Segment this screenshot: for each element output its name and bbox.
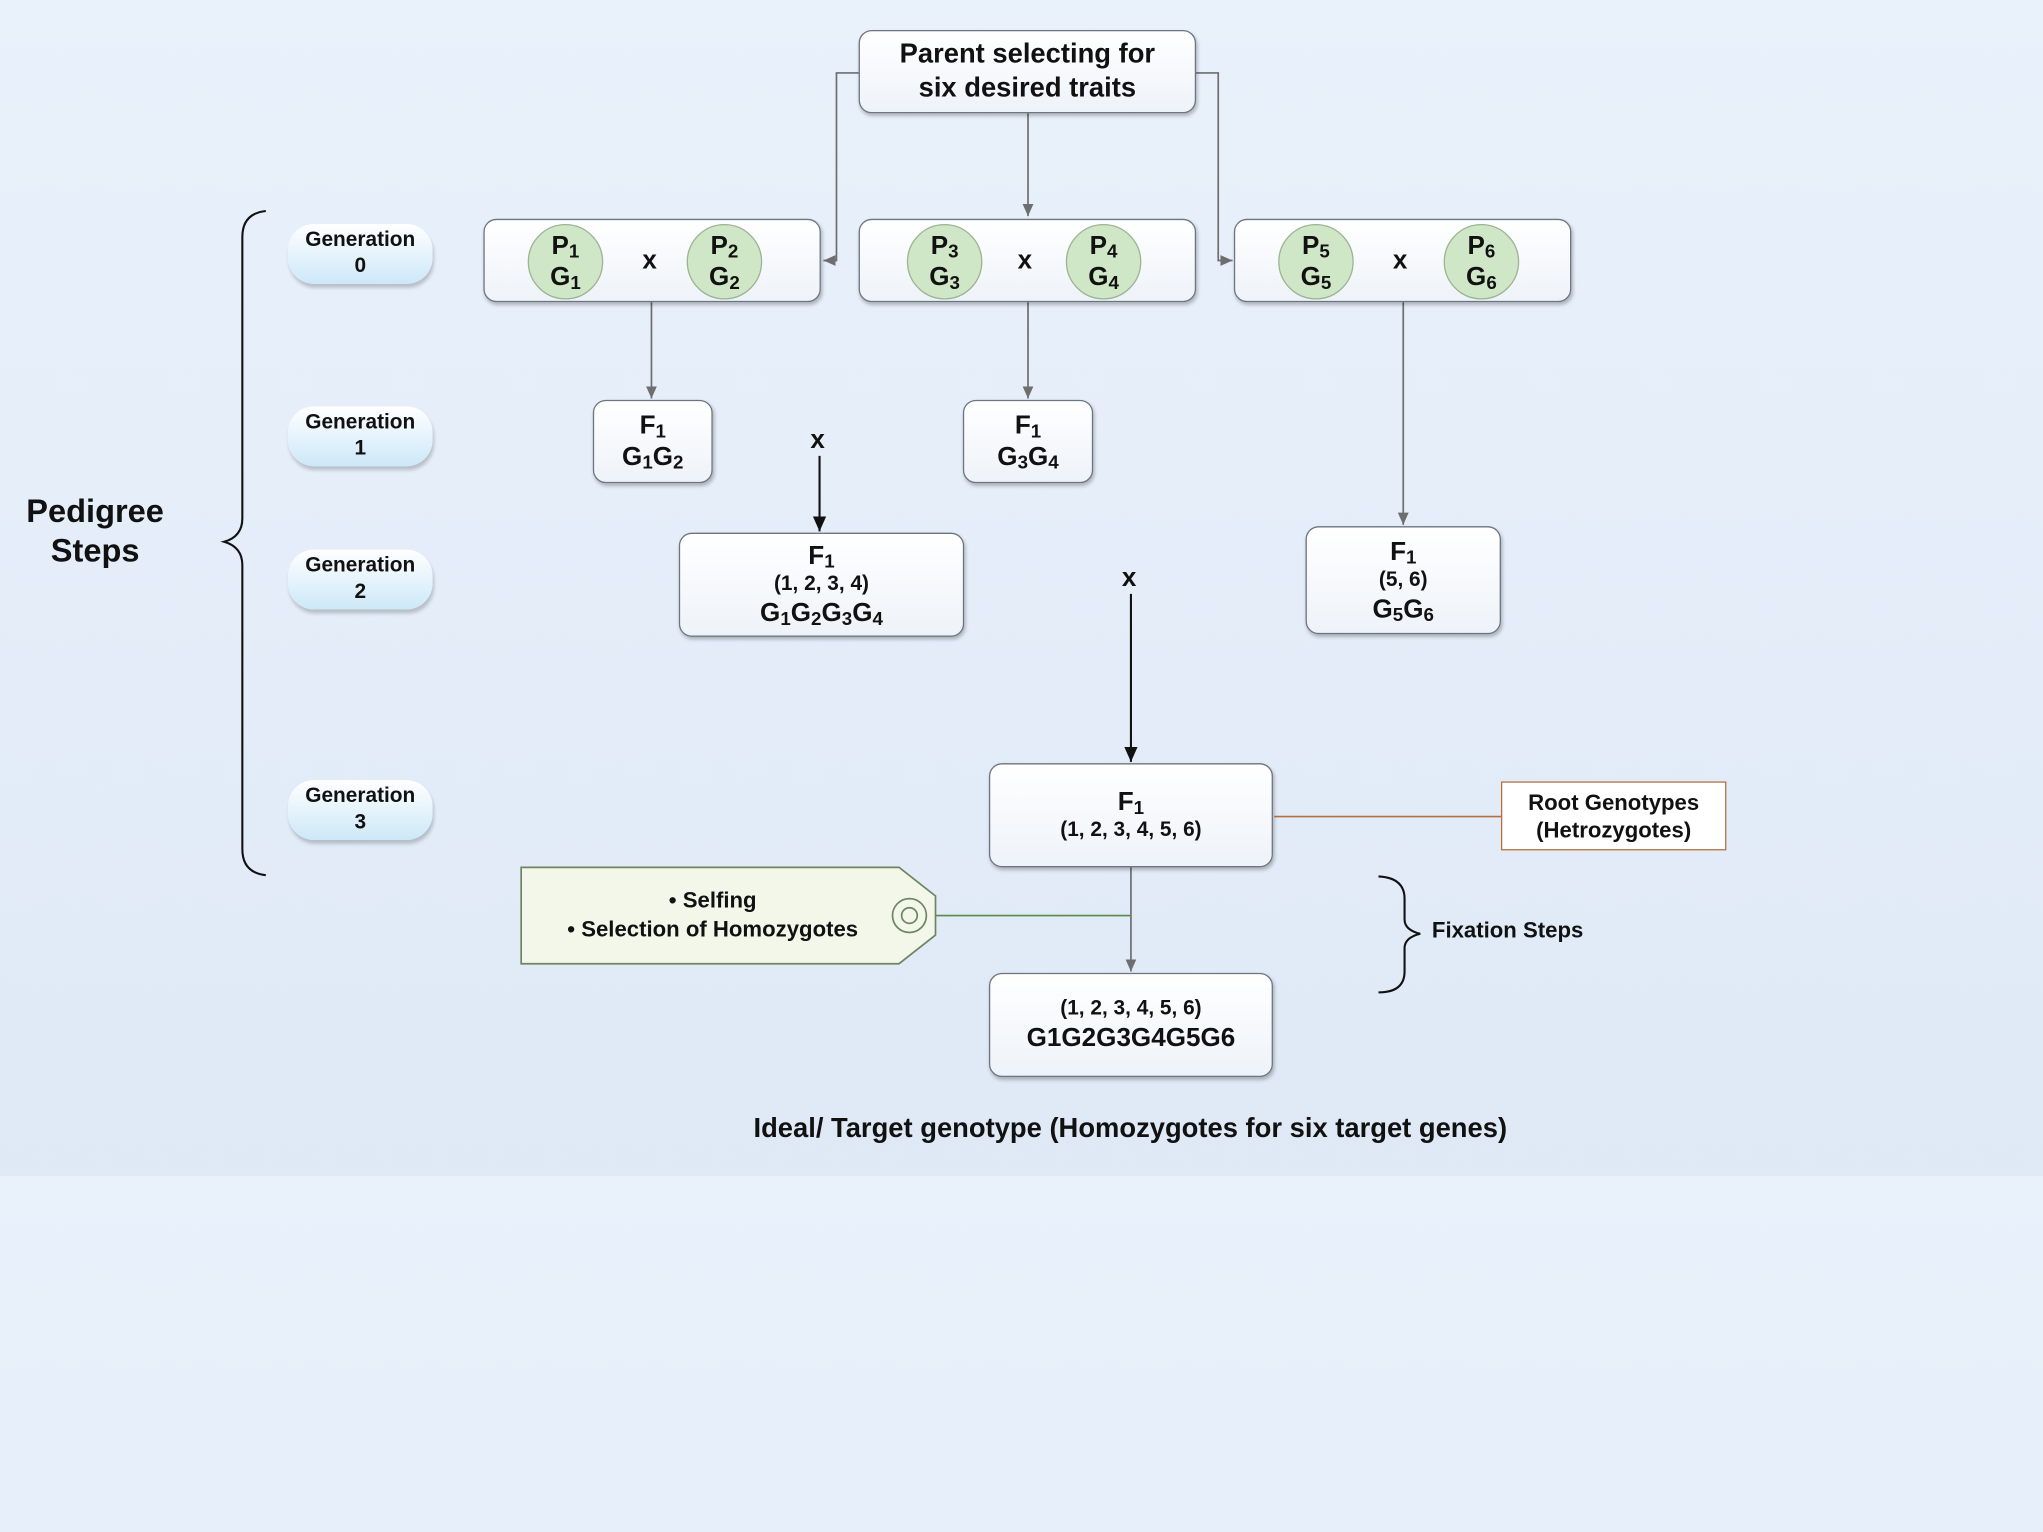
genotype-label: G3 xyxy=(929,263,960,295)
gene-numbers: (1, 2, 3, 4) xyxy=(773,573,869,596)
parent-pair-3-box: P5 G5 x P6 G6 xyxy=(1233,218,1572,303)
genotype-label: G1G2 xyxy=(622,442,684,474)
cross-symbol: x xyxy=(1017,246,1033,275)
cross-symbol: x xyxy=(642,246,657,275)
brace-pedigree xyxy=(220,209,266,877)
f1-label: F1 xyxy=(1014,411,1042,443)
f1-label: F1 xyxy=(1117,787,1145,820)
bottom-caption: Ideal/ Target genotype (Homozygotes for … xyxy=(753,1113,1508,1144)
f1-label: F1 xyxy=(808,541,835,573)
root-genotypes-box: Root Genotypes (Hetrozygotes) xyxy=(1500,781,1727,851)
root-genotypes-line2: (Hetrozygotes) xyxy=(1536,817,1692,842)
parent-label: P6 xyxy=(1467,231,1496,263)
annotation-tag: • Selfing • Selection of Homozygotes xyxy=(537,887,889,944)
generation-label: Generation xyxy=(305,785,416,808)
parent-label: P5 xyxy=(1302,231,1330,263)
parent-selection-line2: six desired traits xyxy=(918,72,1137,103)
root-genotypes-line1: Root Genotypes xyxy=(1528,789,1700,815)
f1-label: F1 xyxy=(1390,537,1417,569)
parent-circle-p1: P1 G1 xyxy=(527,224,604,300)
tag-item-selfing: • Selfing xyxy=(668,888,757,913)
cross-symbol: x xyxy=(1392,246,1408,275)
parent-label: P2 xyxy=(710,231,739,263)
generation-label: Generation xyxy=(305,229,416,252)
parent-circle-p6: P6 G6 xyxy=(1443,224,1520,300)
cross-symbol-gen3: x xyxy=(1121,563,1137,593)
genotype-label: G5 xyxy=(1300,263,1332,295)
pedigree-label-line1: Pedigree xyxy=(26,493,164,531)
generation-number: 0 xyxy=(354,255,367,278)
generation-number: 1 xyxy=(354,437,367,460)
arrow-top-right xyxy=(1196,72,1233,266)
generation-number: 2 xyxy=(354,580,367,603)
parent-selection-line1: Parent selecting for xyxy=(899,39,1156,70)
genotype-label: G2 xyxy=(709,263,740,295)
gene-numbers: (1, 2, 3, 4, 5, 6) xyxy=(1060,819,1202,842)
genotype-label: G1 xyxy=(550,263,581,295)
cross-symbol-gen2: x xyxy=(810,425,825,455)
parent-pair-1-box: P1 G1 x P2 G2 xyxy=(483,218,821,303)
f1-box-all-genes: F1 (1, 2, 3, 4, 5, 6) xyxy=(988,763,1273,868)
pedigree-steps-label: Pedigree Steps xyxy=(0,492,190,570)
generation-2-pill: Generation 2 xyxy=(287,549,433,610)
parent-circle-p5: P5 G5 xyxy=(1278,224,1354,300)
generation-label: Generation xyxy=(305,554,416,577)
annotation-tag-shape xyxy=(520,866,937,965)
parent-label: P1 xyxy=(551,231,580,263)
f1-box-g1g2: F1 G1G2 xyxy=(592,399,713,484)
fixation-steps-label: Fixation Steps xyxy=(1431,918,1584,943)
tag-item-selection: • Selection of Homozygotes xyxy=(567,916,859,942)
parent-selection-box: Parent selecting for six desired traits xyxy=(858,29,1197,114)
tag-ring-outer xyxy=(891,897,928,934)
parent-label: P3 xyxy=(930,231,959,263)
generation-number: 3 xyxy=(354,811,367,834)
parent-pair-2-box: P3 G3 x P4 G4 xyxy=(858,218,1197,303)
genotype-label: G3G4 xyxy=(997,442,1059,474)
f1-box-g3g4: F1 G3G4 xyxy=(962,399,1094,484)
pedigree-label-line2: Steps xyxy=(50,532,140,570)
parent-circle-p4: P4 G4 xyxy=(1065,224,1142,300)
parent-circle-p2: P2 G2 xyxy=(686,224,763,300)
target-genotype-box: (1, 2, 3, 4, 5, 6) G1G2G3G4G5G6 xyxy=(988,972,1273,1078)
genotype-label: G1G2G3G4 xyxy=(760,599,883,631)
generation-0-pill: Generation 0 xyxy=(287,224,433,284)
f1-box-g1g2g3g4: F1 (1, 2, 3, 4) G1G2G3G4 xyxy=(678,532,965,637)
parent-circle-p3: P3 G3 xyxy=(906,224,983,300)
brace-fixation xyxy=(1378,875,1421,994)
gene-numbers: (5, 6) xyxy=(1378,568,1428,591)
connector-layer xyxy=(220,72,1501,994)
generation-3-pill: Generation 3 xyxy=(287,780,433,841)
f1-box-g5g6: F1 (5, 6) G5G6 xyxy=(1305,526,1501,635)
generation-1-pill: Generation 1 xyxy=(287,406,433,467)
generation-label: Generation xyxy=(305,411,416,434)
arrow-top-left xyxy=(823,72,859,266)
target-genotype-label: G1G2G3G4G5G6 xyxy=(1026,1023,1236,1053)
f1-label: F1 xyxy=(639,411,666,443)
gene-numbers: (1, 2, 3, 4, 5, 6) xyxy=(1060,997,1202,1020)
genotype-label: G5G6 xyxy=(1372,594,1434,626)
tag-ring-inner xyxy=(900,906,919,925)
genotype-label: G6 xyxy=(1466,263,1497,295)
genotype-label: G4 xyxy=(1088,263,1119,295)
parent-label: P4 xyxy=(1089,231,1118,263)
